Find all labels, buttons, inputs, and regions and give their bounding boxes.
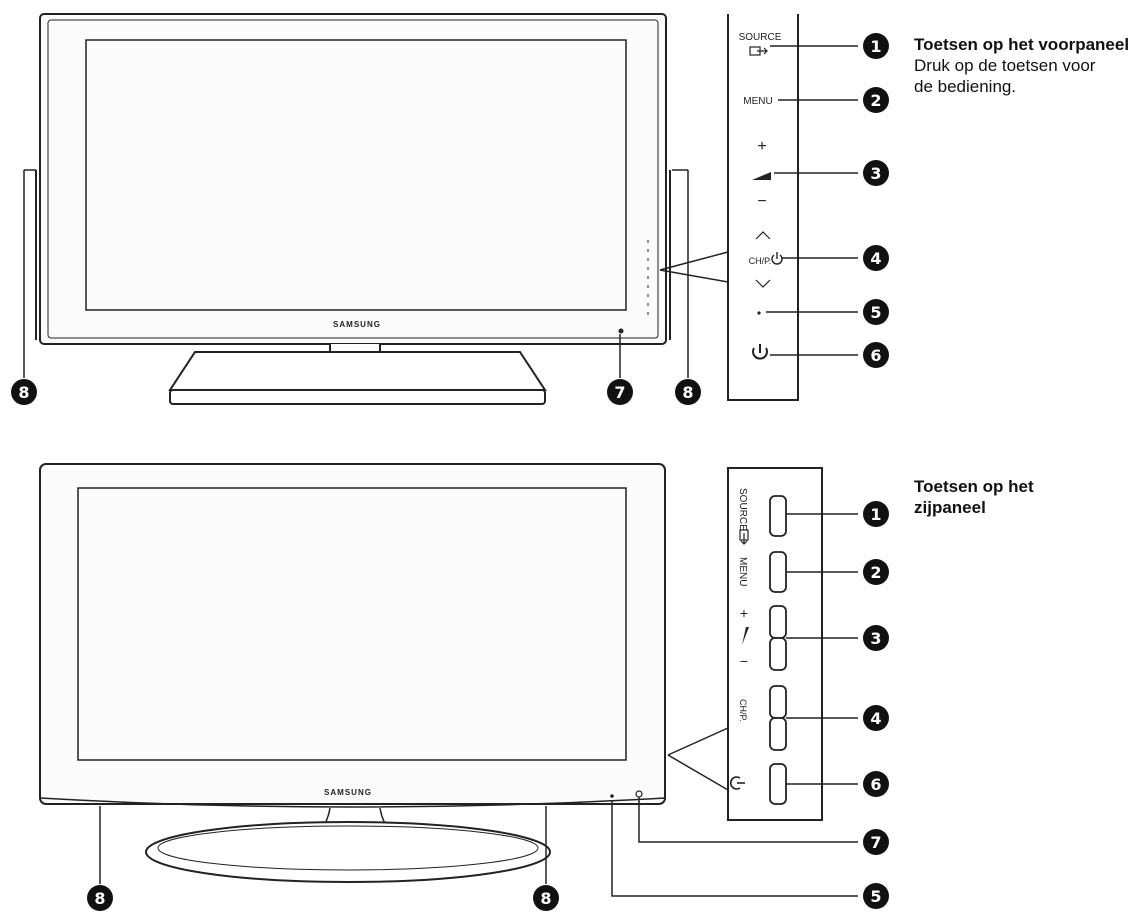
side-menu-button[interactable] <box>769 551 787 593</box>
side-panel-title-line1: Toetsen op het <box>914 477 1034 496</box>
front-channel-power-icon <box>771 252 783 265</box>
front-panel-description: Toetsen op het voorpaneel Druk op de toe… <box>914 34 1134 97</box>
front-callout-3: 3 <box>863 160 889 186</box>
side-callout-3: 3 <box>863 625 889 651</box>
front-menu-label: MENU <box>743 96 772 107</box>
side-callout-8-right: 8 <box>533 885 559 911</box>
front-panel-desc-line1: Druk op de toetsen voor <box>914 56 1096 75</box>
front-callout-1: 1 <box>863 33 889 59</box>
side-callout-8-left: 8 <box>87 885 113 911</box>
side-callout-7: 7 <box>863 829 889 855</box>
front-plus-label: + <box>757 138 766 155</box>
svg-text:8: 8 <box>18 383 29 402</box>
side-plus-label: + <box>740 605 748 621</box>
side-source-icon <box>739 529 749 545</box>
side-source-button[interactable] <box>769 495 787 537</box>
front-control-panel: SOURCE MENU + − CH/P. <box>727 14 799 401</box>
front-source-icon <box>749 46 768 56</box>
front-callout-6: 6 <box>863 342 889 368</box>
svg-text:2: 2 <box>870 91 881 110</box>
front-callout-2: 2 <box>863 87 889 113</box>
side-power-button[interactable] <box>769 763 787 805</box>
svg-text:7: 7 <box>614 383 625 402</box>
front-volume-icon <box>752 172 771 180</box>
svg-text:3: 3 <box>870 164 881 183</box>
top-tv-stand <box>168 351 547 391</box>
side-callout-5: 5 <box>863 883 889 909</box>
front-source-label: SOURCE <box>739 32 782 43</box>
side-minus-label: − <box>740 653 748 669</box>
svg-text:1: 1 <box>870 505 881 524</box>
side-callout-2: 2 <box>863 559 889 585</box>
svg-text:2: 2 <box>870 563 881 582</box>
bottom-tv-stand <box>145 821 551 883</box>
svg-text:7: 7 <box>870 833 881 852</box>
front-panel-title: Toetsen op het voorpaneel <box>914 35 1130 54</box>
side-volume-up-button[interactable] <box>769 605 787 639</box>
side-callout-1: 1 <box>863 501 889 527</box>
side-volume-icon <box>742 627 749 645</box>
side-control-panel: SOURCE MENU + − CH/P. <box>727 467 823 821</box>
front-callout-8-left: 8 <box>11 379 37 405</box>
top-tv-bezel <box>39 13 667 345</box>
front-chevron-down-icon <box>755 279 771 288</box>
front-chevron-up-icon <box>755 231 771 240</box>
svg-text:6: 6 <box>870 775 881 794</box>
svg-text:5: 5 <box>870 303 881 322</box>
svg-text:1: 1 <box>870 37 881 56</box>
svg-text:6: 6 <box>870 346 881 365</box>
front-panel-desc-line2: de bediening. <box>914 77 1017 96</box>
svg-text:8: 8 <box>682 383 693 402</box>
front-indicator-dot <box>757 311 761 315</box>
svg-text:4: 4 <box>870 249 881 268</box>
svg-text:3: 3 <box>870 629 881 648</box>
side-panel-description: Toetsen op het zijpaneel <box>914 476 1114 518</box>
side-panel-title-line2: zijpaneel <box>914 498 986 517</box>
side-callout-6: 6 <box>863 771 889 797</box>
side-volume-down-button[interactable] <box>769 637 787 671</box>
svg-text:5: 5 <box>870 887 881 906</box>
top-tv <box>35 13 671 405</box>
svg-text:8: 8 <box>94 889 105 908</box>
side-source-label: SOURCE <box>737 488 748 531</box>
bottom-tv-bezel <box>39 463 666 805</box>
side-channel-down-button[interactable] <box>769 717 787 751</box>
side-channel-up-button[interactable] <box>769 685 787 719</box>
front-callout-7: 7 <box>607 379 633 405</box>
side-menu-label: MENU <box>737 557 748 586</box>
top-tv-screen <box>85 39 627 311</box>
front-callout-8-right: 8 <box>675 379 701 405</box>
side-callout-4: 4 <box>863 705 889 731</box>
bottom-tv <box>39 463 666 883</box>
front-callout-4: 4 <box>863 245 889 271</box>
front-power-icon <box>752 344 768 360</box>
front-callout-5: 5 <box>863 299 889 325</box>
front-minus-label: − <box>757 193 766 210</box>
side-power-icon <box>729 776 745 790</box>
svg-text:8: 8 <box>540 889 551 908</box>
front-channel-label: CH/P. <box>749 256 772 266</box>
side-channel-label: CH/P. <box>738 699 748 722</box>
bottom-tv-screen <box>77 487 627 761</box>
svg-text:4: 4 <box>870 709 881 728</box>
bottom-tv-brand: SAMSUNG <box>324 788 372 797</box>
top-tv-brand: SAMSUNG <box>333 320 381 329</box>
